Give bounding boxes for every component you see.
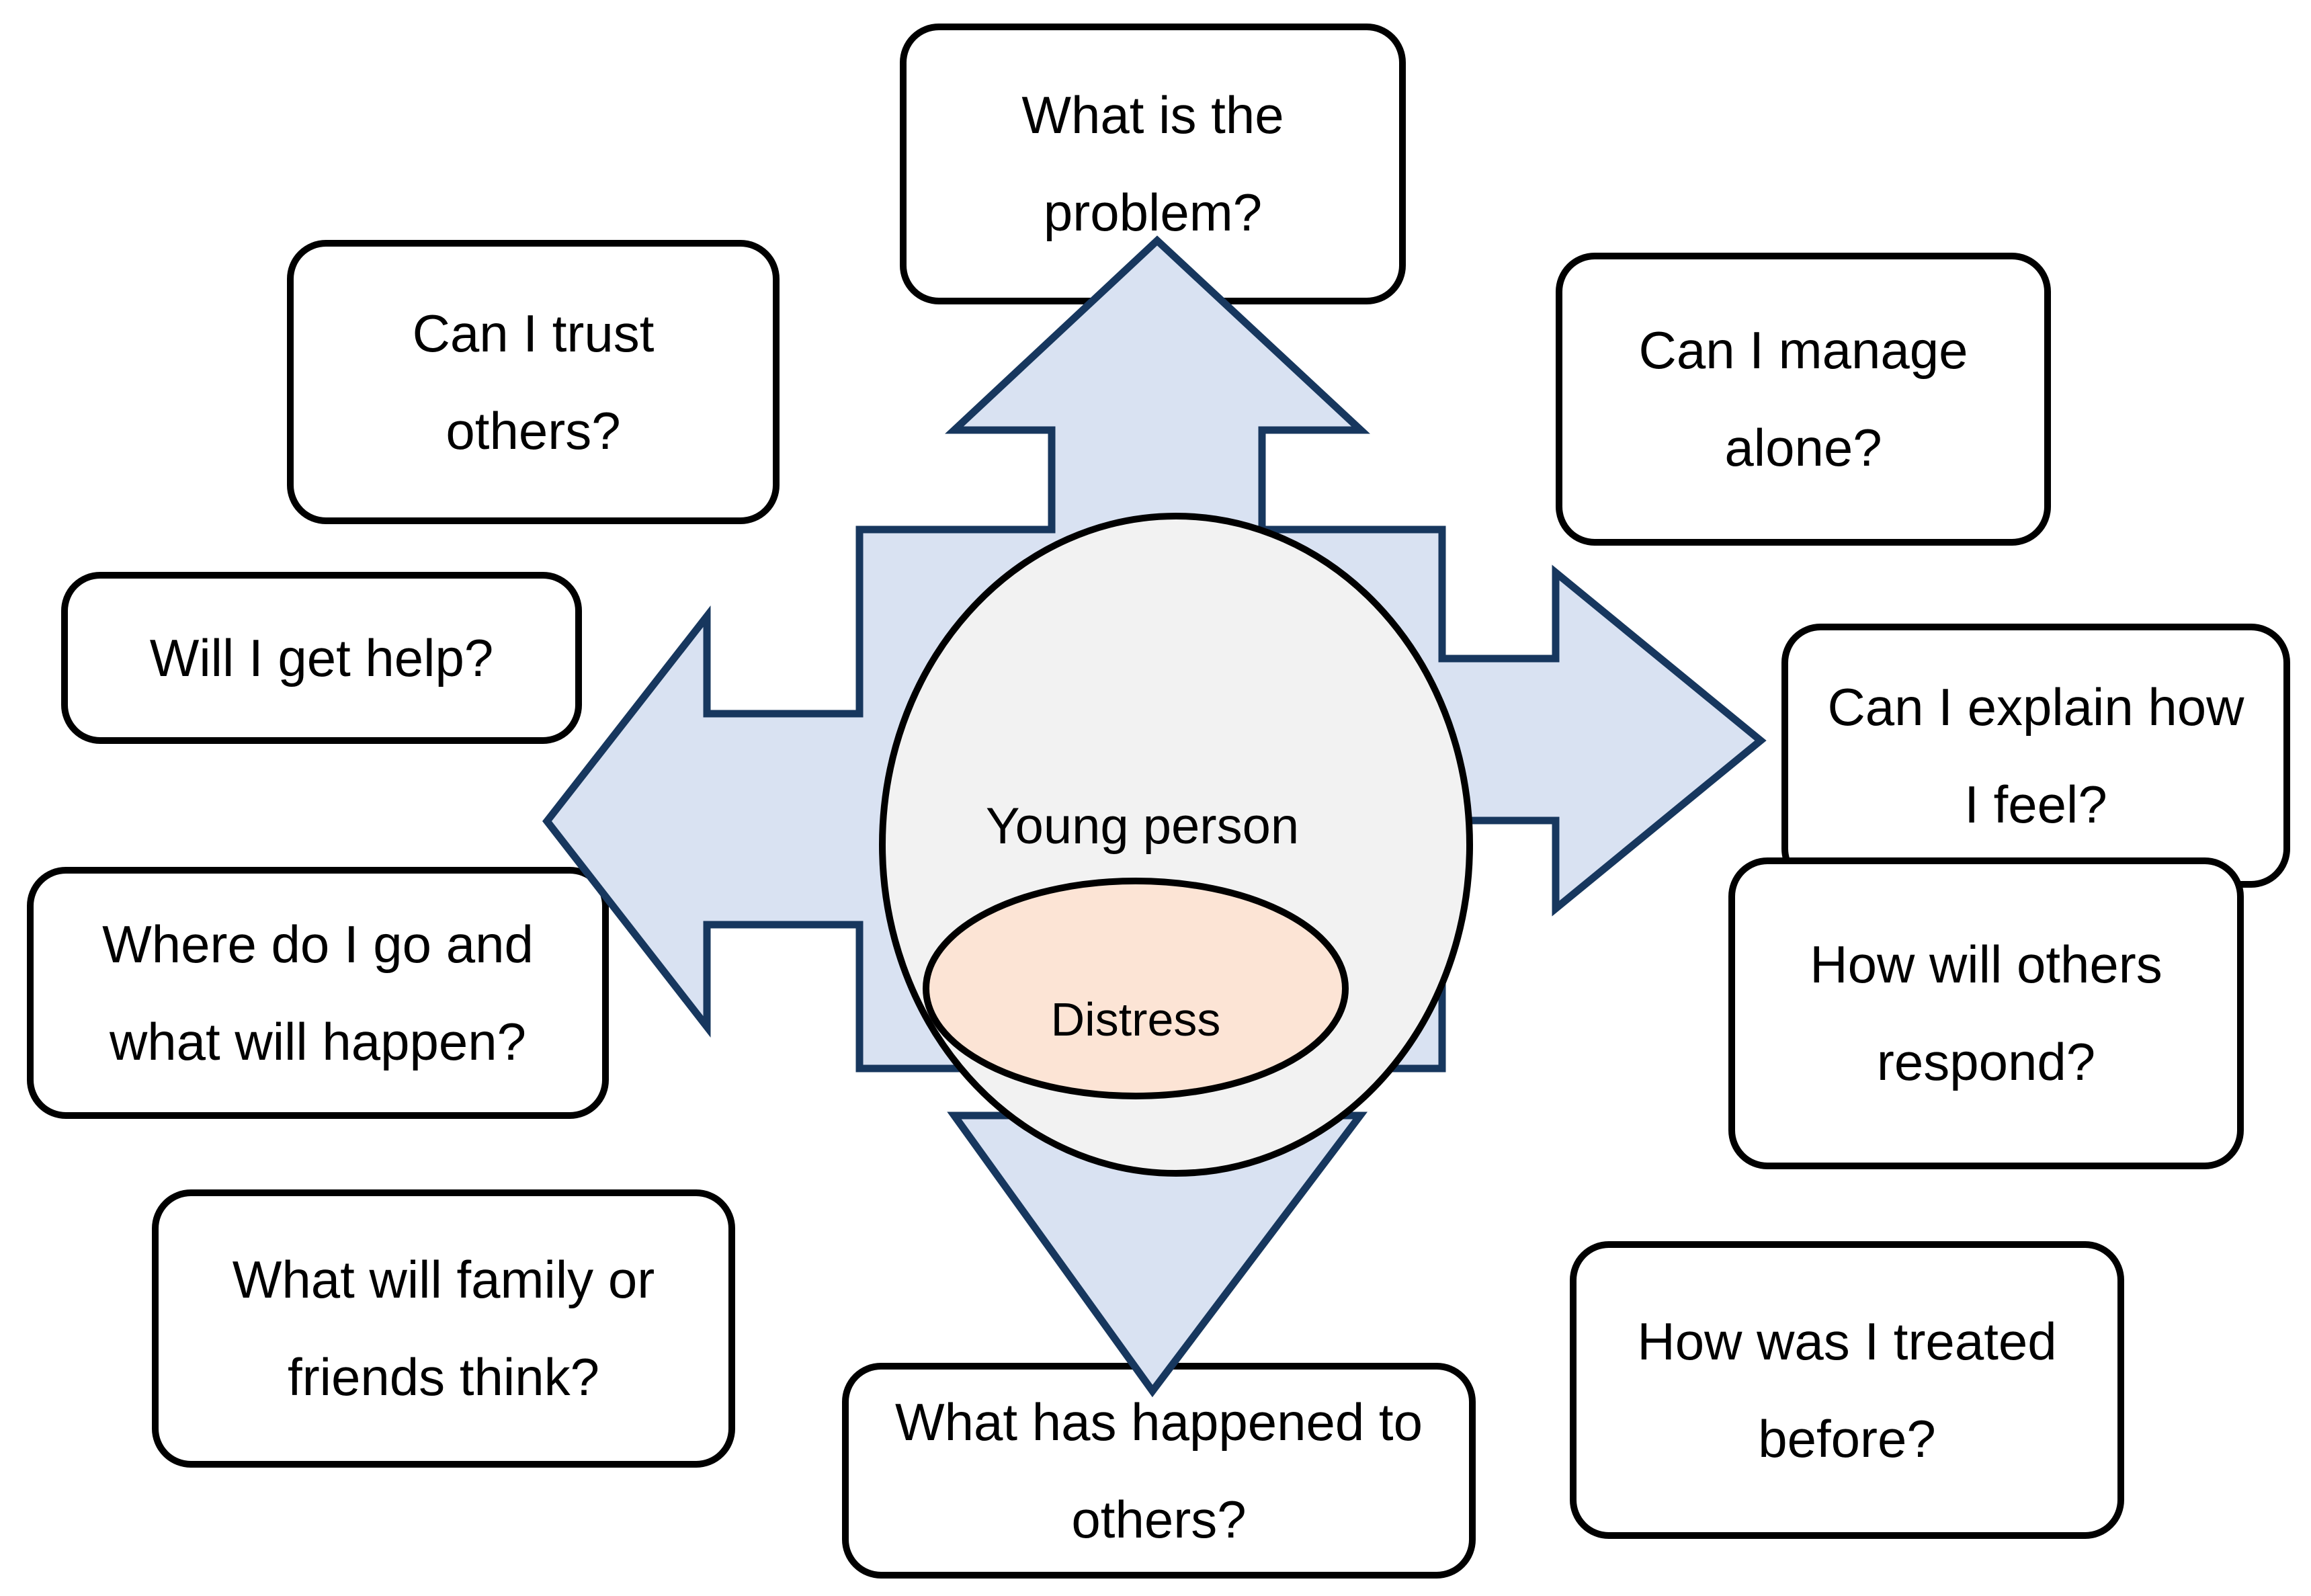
question-box-what-is-the-problem: What is the problem?: [900, 24, 1406, 304]
question-text-line: What has happened to: [895, 1392, 1423, 1452]
question-text-line: Can I trust: [412, 303, 655, 363]
question-text-line: alone?: [1724, 418, 1882, 477]
question-text-line: How was I treated: [1637, 1311, 2057, 1371]
question-text-line: Can I manage: [1638, 321, 1968, 380]
question-text-line: respond?: [1876, 1032, 2096, 1091]
question-box-how-will-others-respond: How will others respond?: [1728, 857, 2244, 1169]
question-box-what-will-family-think: What will family or friends think?: [152, 1189, 735, 1468]
question-box-what-has-happened-to-others: What has happened to others?: [842, 1363, 1476, 1579]
question-text-line: What is the: [1021, 85, 1284, 144]
question-text-line: friends think?: [288, 1347, 599, 1406]
question-text-line: Where do I go and: [102, 914, 534, 974]
question-text-line: before?: [1758, 1409, 1936, 1468]
question-box-can-i-explain-how-i-feel: Can I explain how I feel?: [1781, 624, 2290, 888]
question-text-line: others?: [1071, 1489, 1247, 1549]
question-box-where-do-i-go: Where do I go and what will happen?: [27, 867, 609, 1119]
question-box-how-was-i-treated: How was I treated before?: [1570, 1241, 2124, 1539]
question-text-line: what will happen?: [109, 1011, 527, 1071]
question-box-can-i-manage-alone: Can I manage alone?: [1556, 253, 2051, 546]
question-text-line: problem?: [1043, 183, 1263, 242]
question-box-can-i-trust-others: Can I trust others?: [287, 240, 780, 524]
question-text-line: What will family or: [232, 1250, 655, 1309]
question-text-line: Will I get help?: [149, 628, 494, 687]
question-text-line: I feel?: [1964, 774, 2107, 834]
question-text-line: How will others: [1810, 935, 2162, 994]
question-text-line: Can I explain how: [1827, 677, 2244, 737]
question-box-will-i-get-help: Will I get help?: [61, 572, 582, 744]
question-text-line: others?: [446, 401, 621, 460]
